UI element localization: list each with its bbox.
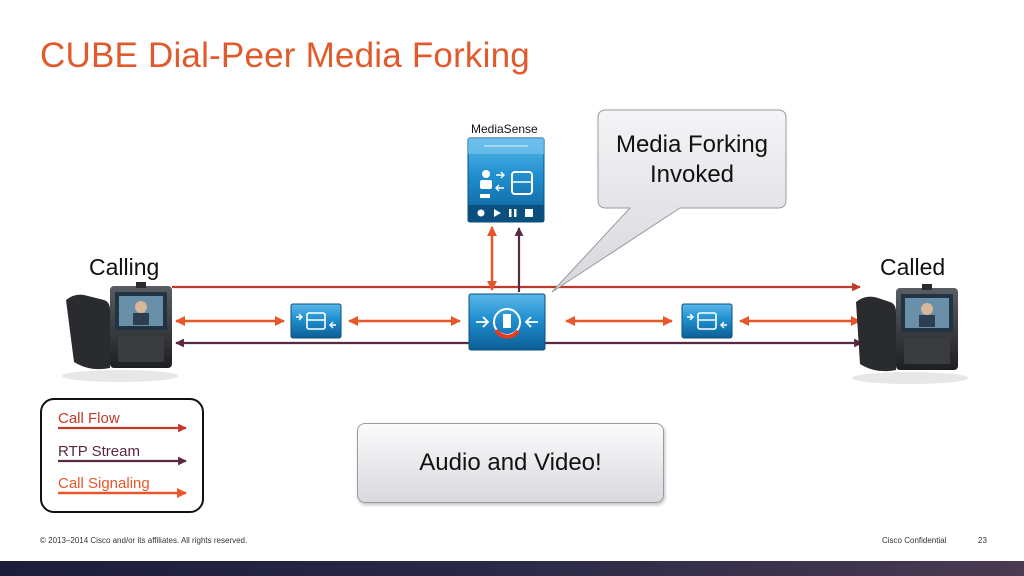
legend-rtp-stream-label: RTP Stream [58, 443, 140, 460]
audio-video-text: Audio and Video! [419, 449, 602, 476]
bottom-bar [0, 561, 1024, 576]
legend-call-signaling-label: Call Signaling [58, 475, 150, 492]
calling-label: Calling [89, 254, 160, 280]
footer-copyright: © 2013–2014 Cisco and/or its affiliates.… [40, 536, 248, 545]
callout-bubble [551, 109, 787, 293]
legend-call-flow-label: Call Flow [58, 410, 120, 427]
mediasense-server-icon [467, 137, 545, 223]
ip-phone-icon [62, 282, 178, 382]
audio-video-box: Audio and Video! [357, 423, 664, 503]
footer-confidential: Cisco Confidential [882, 536, 947, 545]
page-number: 23 [978, 536, 987, 545]
callout-text: Media Forking Invoked [615, 131, 769, 188]
cube-router-icon [681, 303, 733, 339]
called-label: Called [880, 254, 946, 280]
cube-router-icon [290, 303, 342, 339]
media-forking-router-icon [468, 293, 546, 351]
ip-phone-icon [852, 284, 968, 384]
legend-box [40, 398, 204, 513]
slide-title: CUBE Dial-Peer Media Forking [40, 36, 530, 75]
mediasense-label: MediaSense [471, 122, 538, 136]
